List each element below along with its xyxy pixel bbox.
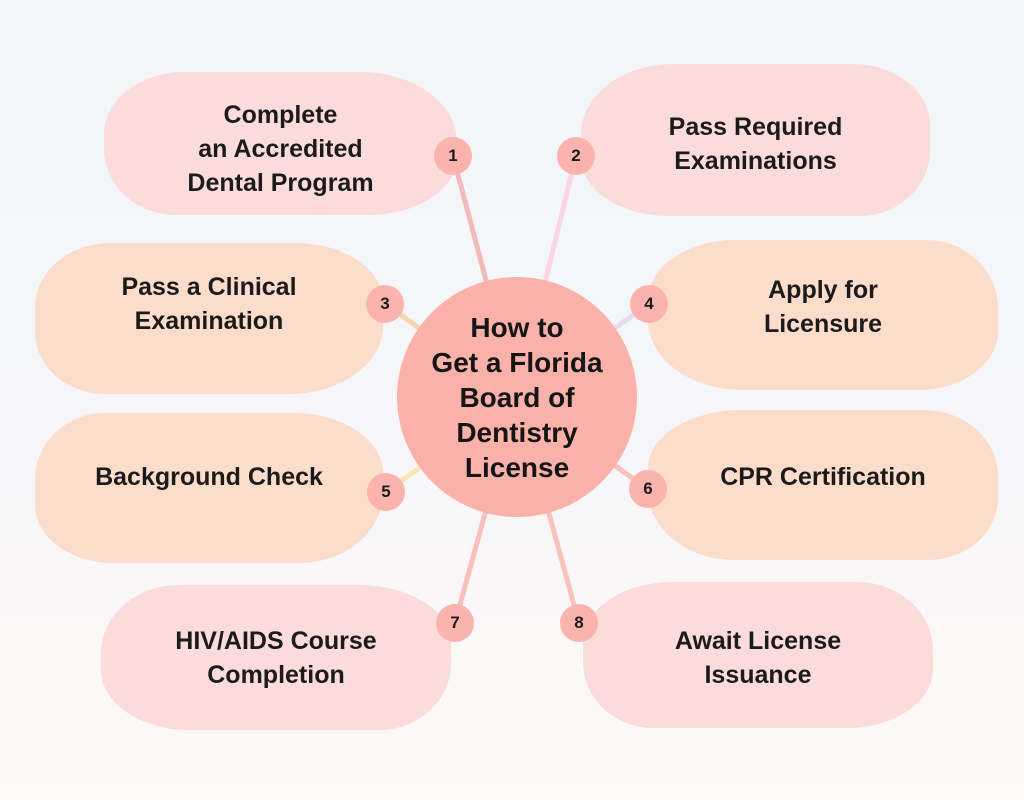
step-label: Pass Required Examinations [668, 113, 843, 175]
step-blob-hiv-aids-course: HIV/AIDS Course Completion [101, 585, 451, 730]
step-label: Background Check [95, 463, 323, 491]
step-number-badge-6: 6 [629, 470, 667, 508]
step-number-badge-3: 3 [366, 285, 404, 323]
step-blob-await-license-issuance: Await License Issuance [583, 582, 933, 728]
step-blob-apply-for-licensure: Apply for Licensure [648, 240, 998, 390]
step-number: 6 [643, 479, 653, 498]
step-number-badge-5: 5 [367, 473, 405, 511]
step-label: Await License Issuance [674, 627, 842, 689]
step-number-badge-1: 1 [434, 137, 472, 175]
step-number: 4 [644, 294, 654, 313]
step-label: Apply for Licensure [763, 276, 883, 338]
step-blob-pass-clinical-examination: Pass a Clinical Examination [35, 243, 383, 394]
step-number-badge-2: 2 [557, 137, 595, 175]
step-number: 7 [450, 613, 460, 632]
step-blob-cpr-certification: CPR Certification [648, 410, 998, 560]
step-number: 3 [380, 294, 390, 313]
step-number: 8 [574, 613, 584, 632]
step-number-badge-8: 8 [560, 604, 598, 642]
step-blob-background-check: Background Check [35, 413, 383, 563]
diagram-title: How to Get a Florida Board of Dentistry … [431, 311, 603, 483]
step-blob-pass-required-examinations: Pass Required Examinations [581, 64, 930, 216]
step-number: 5 [381, 482, 391, 501]
center-circle: How to Get a Florida Board of Dentistry … [397, 277, 637, 517]
step-number-badge-4: 4 [630, 285, 668, 323]
step-label: HIV/AIDS Course Completion [175, 626, 377, 689]
step-number: 1 [448, 146, 458, 165]
step-blob-complete-dental-program: Complete an Accredited Dental Program [104, 72, 457, 215]
step-label: CPR Certification [720, 463, 926, 491]
step-number-badge-7: 7 [436, 604, 474, 642]
step-label: Pass a Clinical Examination [121, 272, 297, 335]
step-number: 2 [571, 146, 581, 165]
step-label: Complete an Accredited Dental Program [187, 100, 374, 197]
